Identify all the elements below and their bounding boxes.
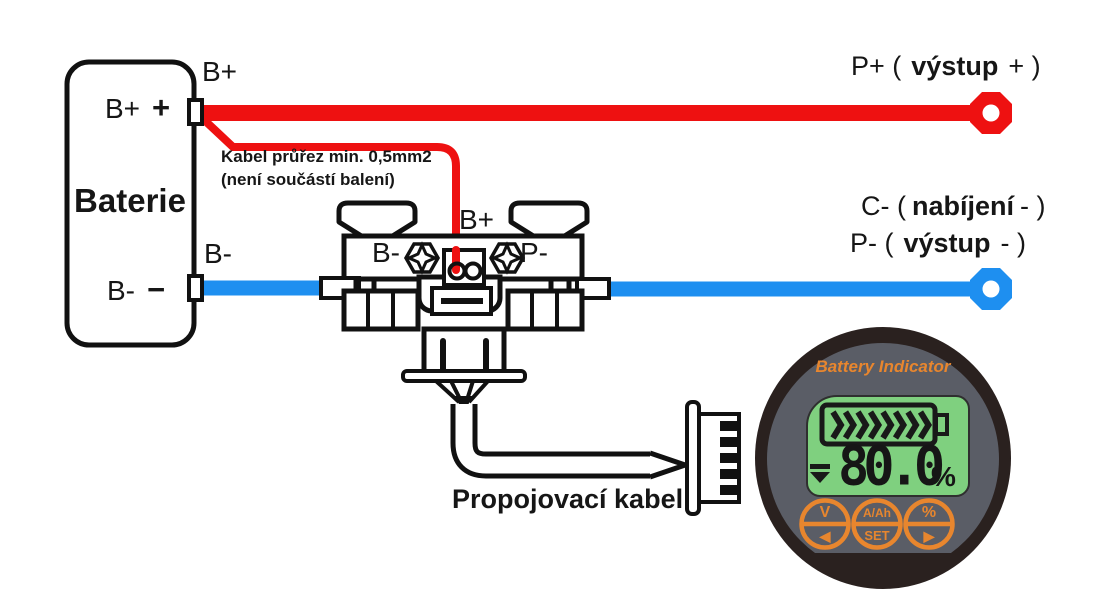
cable-plug xyxy=(421,326,507,377)
display-cable xyxy=(401,326,741,516)
pos-terminal-label: B+ xyxy=(202,56,238,87)
battery-pos-label: B++ xyxy=(105,90,171,125)
indicator-title: Battery Indicator xyxy=(815,357,951,376)
cable-connector xyxy=(685,400,741,516)
positive-wire xyxy=(196,105,982,241)
cable-note: Kabel průřez min. 0,5mm2 (není součástí … xyxy=(221,147,432,189)
aah-button-label: A/Ah xyxy=(863,506,891,520)
cable-label: Propojovací kabel xyxy=(452,484,684,514)
negative-wire xyxy=(200,280,980,297)
battery-indicator-device xyxy=(755,327,1011,589)
bolt-left-icon xyxy=(403,241,441,275)
right-arrow-icon: ▶ xyxy=(923,528,935,544)
percent-button-label: % xyxy=(921,504,937,521)
wing-nut-left-icon xyxy=(336,200,418,240)
battery-neg-label: B-− xyxy=(107,272,166,307)
battery-gauge-icon xyxy=(819,402,949,447)
down-arrow-icon xyxy=(810,464,830,483)
negative-ring-terminal-icon xyxy=(970,268,1012,310)
device-buttons xyxy=(799,498,955,550)
lcd-unit: % xyxy=(931,461,956,492)
battery-name: Baterie xyxy=(74,182,186,219)
battery-neg-terminal xyxy=(187,274,204,302)
washer-stack-right xyxy=(505,279,585,332)
wing-nut-right-icon xyxy=(508,200,590,240)
battery-box xyxy=(64,59,204,348)
positive-ring-terminal-icon xyxy=(970,92,1012,134)
output-c-minus-label: C- ( nabíjení - ) xyxy=(861,191,1046,221)
output-p-plus-label: P+ ( výstup + ) xyxy=(851,51,1041,81)
battery-pos-terminal xyxy=(187,98,204,126)
output-p-minus-label: P- ( výstup - ) xyxy=(850,228,1027,258)
washer-stack-left xyxy=(341,279,421,332)
shunt xyxy=(319,200,611,332)
shunt-bplus-label: B+ xyxy=(459,204,495,235)
neg-terminal-label: B- xyxy=(204,238,232,269)
lcd-reading: 80.0 xyxy=(838,435,945,499)
plus-sign: + xyxy=(152,90,171,125)
shunt-pminus-label: P- xyxy=(520,237,548,268)
shunt-bminus-label: B- xyxy=(372,237,400,268)
left-arrow-icon: ◀ xyxy=(819,528,831,544)
set-button-label: SET xyxy=(864,528,890,543)
minus-sign: − xyxy=(147,272,166,307)
bolt-right-icon xyxy=(488,241,526,275)
voltage-button-label: V xyxy=(819,504,831,521)
